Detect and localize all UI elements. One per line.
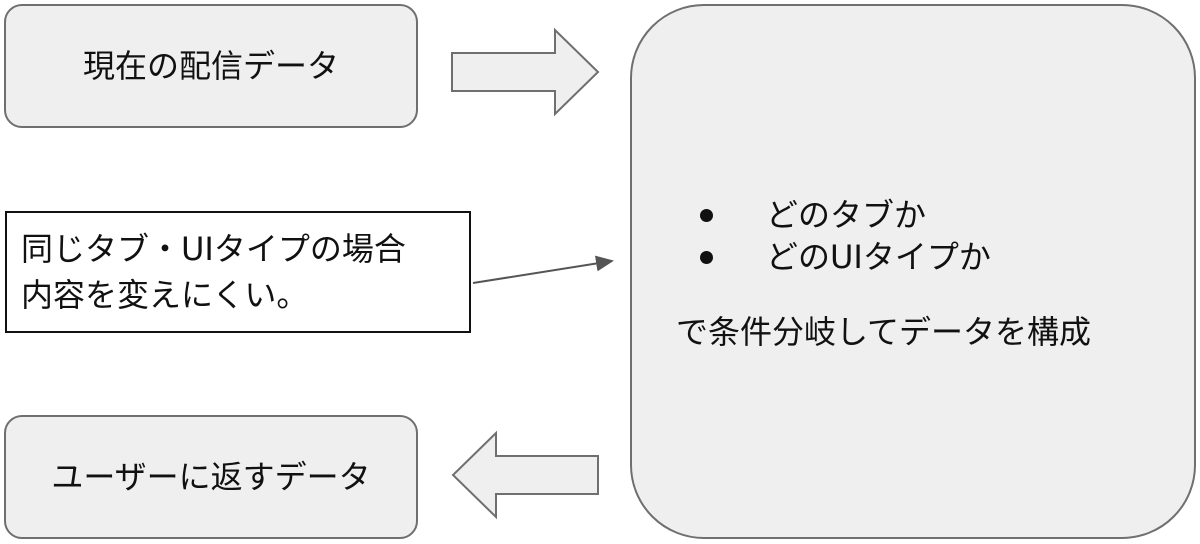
process-bullet-item: どのUIタイプか [700,236,991,278]
process-bullet-label: どのUIタイプか [766,238,991,276]
note-line-1: 同じタブ・UIタイプの場合 [21,230,406,268]
bullet-dot-icon [700,208,713,222]
process-bullet-label: どのタブか [766,196,927,234]
note-node: 同じタブ・UIタイプの場合 内容を変えにくい。 [5,211,471,333]
current-data-node: 現在の配信データ [4,4,418,128]
process-node: どのタブか どのUIタイプか で条件分岐してデータを構成 [630,4,1196,539]
block-arrow-right-icon [451,27,600,117]
note-lines: 同じタブ・UIタイプの場合 内容を変えにくい。 [21,229,406,315]
process-bullet-item: どのタブか [700,194,991,236]
bullet-dot-icon [700,250,713,264]
note-line-2: 内容を変えにくい。 [21,276,309,314]
process-summary: で条件分岐してデータを構成 [676,313,1092,351]
note-to-process-arrow [472,255,614,284]
return-data-node: ユーザーに返すデータ [4,415,418,539]
return-data-label: ユーザーに返すデータ [51,458,371,496]
process-bullet-list: どのタブか どのUIタイプか [700,194,991,278]
current-data-label: 現在の配信データ [82,47,339,85]
block-arrow-left-icon [451,430,599,520]
